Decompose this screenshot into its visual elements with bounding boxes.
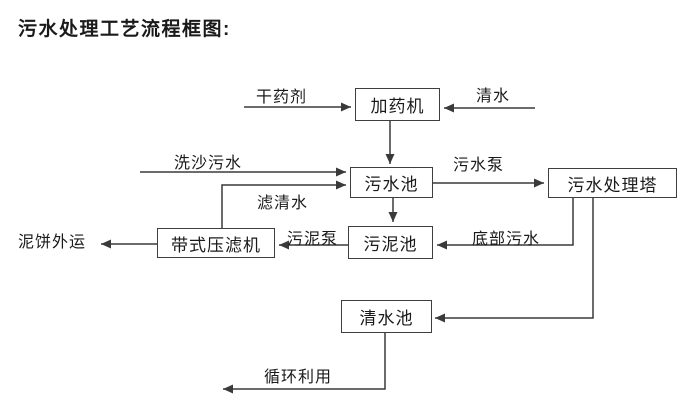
edge-label-sand-washing-sewage: 洗沙污水 — [174, 155, 243, 172]
node-sludge-pool: 污泥池 — [348, 226, 433, 259]
node-dosing-machine: 加药机 — [355, 88, 440, 121]
node-sewage-pool: 污水池 — [350, 167, 433, 198]
edge-label-sludge-pump: 污泥泵 — [287, 231, 339, 248]
edge-label-bottom-sewage: 底部污水 — [472, 231, 541, 248]
node-sewage-treatment-tower: 污水处理塔 — [548, 168, 677, 198]
edge-label-recycle: 循环利用 — [264, 369, 333, 386]
node-clean-water-pool: 清水池 — [341, 300, 432, 333]
edge-label-sewage-pump: 污水泵 — [453, 157, 505, 174]
edge-label-filtered-water: 滤清水 — [257, 195, 309, 212]
node-belt-filter-press: 带式压滤机 — [157, 228, 275, 258]
arrow-tower-to-clean-water-pool — [435, 198, 594, 323]
edge-label-clean-water: 清水 — [476, 88, 511, 105]
edge-label-mud-cake-out: 泥饼外运 — [18, 234, 87, 251]
edge-label-dry-chemical: 干药剂 — [256, 89, 308, 106]
diagram-title: 污水处理工艺流程框图: — [18, 19, 231, 40]
